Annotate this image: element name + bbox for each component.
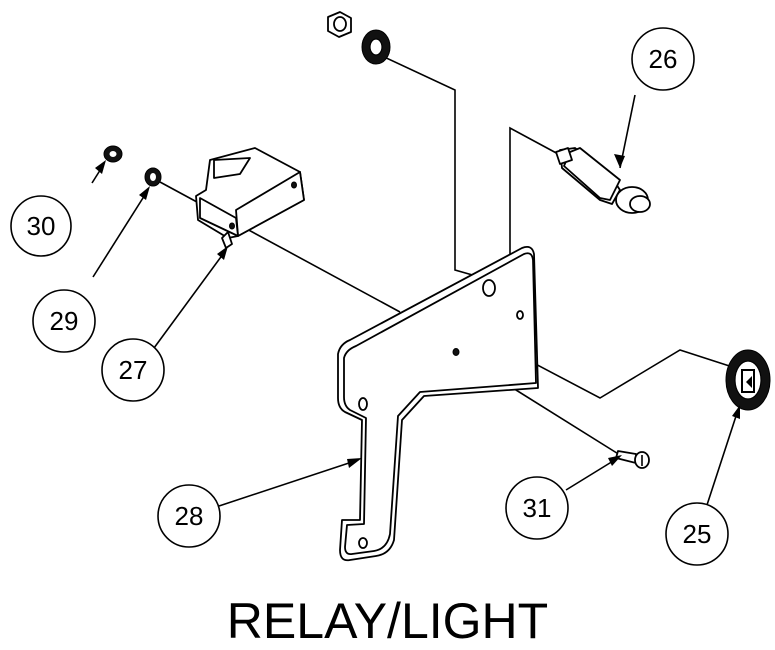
explode-lines — [159, 54, 749, 456]
callout-27-label: 27 — [119, 355, 148, 385]
mounting-plate — [337, 245, 539, 562]
callout-26-label: 26 — [649, 44, 678, 74]
lens-bezel-icon — [725, 349, 771, 411]
diagram-title: RELAY/LIGHT — [226, 593, 549, 649]
callout-31-label: 31 — [523, 493, 552, 523]
lock-washer-icon — [361, 29, 391, 65]
callout-30: 30 — [10, 195, 72, 257]
hex-nut-icon — [327, 11, 352, 38]
small-nut-icon — [103, 145, 123, 163]
callout-25-label: 25 — [683, 519, 712, 549]
callout-29-label: 29 — [50, 306, 79, 336]
callout-25: 25 — [665, 502, 729, 566]
screw-icon — [615, 450, 650, 469]
leader-lines — [91, 94, 740, 509]
callout-30-label: 30 — [27, 211, 56, 241]
indicator-light-icon — [555, 147, 651, 214]
small-washer-icon — [144, 167, 162, 187]
callout-29: 29 — [32, 289, 96, 353]
callout-26: 26 — [631, 27, 695, 91]
relay-icon — [195, 147, 305, 249]
callout-31: 31 — [505, 476, 569, 540]
callout-28: 28 — [157, 484, 221, 548]
callout-27: 27 — [101, 338, 165, 402]
callout-28-label: 28 — [175, 501, 204, 531]
